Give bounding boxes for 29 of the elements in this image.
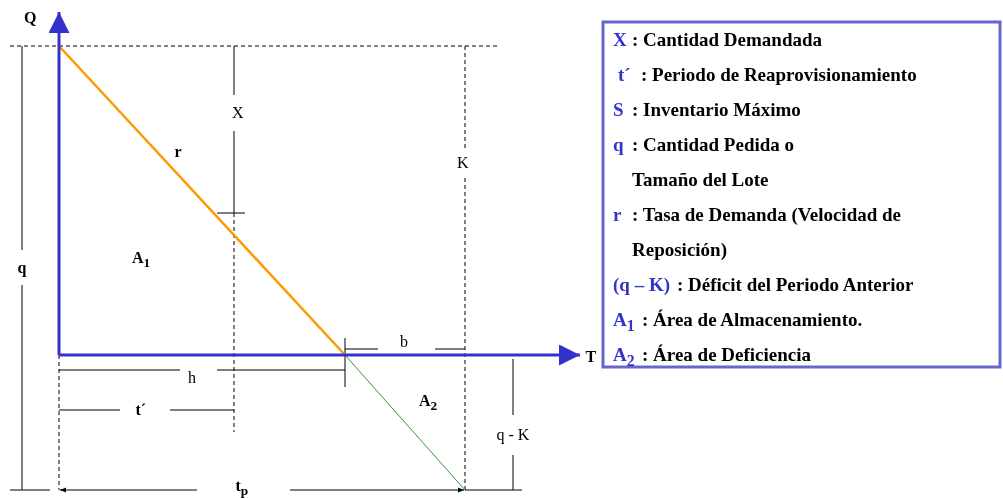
dimension-label: h bbox=[188, 370, 196, 386]
legend-text: : Cantidad Pedida o Tamaño del Lote bbox=[632, 133, 796, 192]
legend-symbol: X bbox=[613, 28, 627, 52]
area-label: A$_{1}$ bbox=[132, 250, 151, 270]
dimension-label: t´ bbox=[135, 402, 147, 418]
legend-text: : Inventario Máximo bbox=[632, 98, 802, 122]
legend-symbol: t´ bbox=[618, 63, 631, 87]
legend-symbol: A$_{2}$ bbox=[613, 343, 635, 371]
legend-symbol: r bbox=[613, 203, 622, 227]
dimension-label: q bbox=[17, 260, 27, 276]
dimension-label: K bbox=[457, 155, 469, 171]
legend-text: : Cantidad Demandada bbox=[632, 28, 824, 52]
dimension-label: b bbox=[400, 334, 408, 350]
legend-text: : Déficit del Periodo Anterior bbox=[677, 273, 915, 297]
area-label: A$_{2}$ bbox=[419, 393, 438, 413]
legend-text: : Tasa de Demanda (Velocidad de Reposición) bbox=[632, 203, 903, 262]
axis-label: T bbox=[585, 349, 597, 365]
dimension-label: q - K bbox=[496, 427, 530, 443]
legend-symbol: q bbox=[613, 133, 624, 157]
dimension-label: t$_{p}$ bbox=[235, 478, 249, 498]
axis-label: Q bbox=[24, 10, 37, 26]
legend-text: : Periodo de Reaprovisionamiento bbox=[641, 63, 918, 87]
legend-symbol: S bbox=[613, 98, 624, 122]
legend-symbol: A$_{1}$ bbox=[613, 308, 635, 336]
legend-symbol: (q – K) bbox=[613, 273, 670, 297]
legend-text: : Área de Almacenamiento. bbox=[642, 308, 864, 332]
dimension-label: X bbox=[232, 105, 244, 121]
slope-label: r bbox=[174, 144, 182, 160]
legend-text: : Área de Deficiencia bbox=[642, 343, 812, 367]
